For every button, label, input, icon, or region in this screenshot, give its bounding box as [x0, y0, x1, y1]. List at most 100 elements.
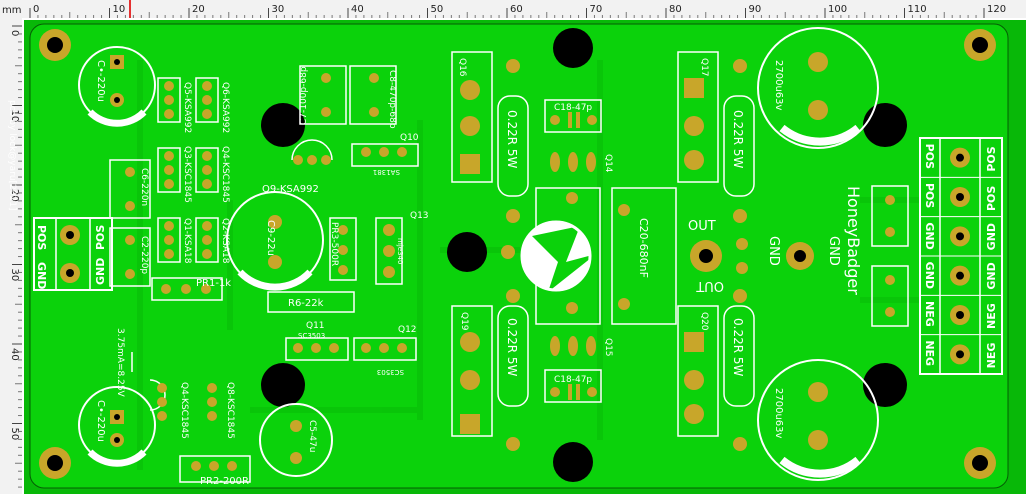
top-ruler — [0, 0, 1026, 18]
power-right-label: POS — [985, 146, 998, 171]
c7-label: C7-100p-68p — [299, 66, 309, 125]
power-right-label: GND — [985, 223, 998, 250]
q9-label: Q9-KSA992 — [262, 184, 319, 195]
q5-q6: Q5-KSA992 Q6-KSA992 — [157, 77, 230, 133]
q7-label: Q4-KSC1845 — [179, 382, 189, 439]
input-connector: POS GND POS GND — [33, 217, 113, 291]
q4-label: Q4-KSC1845 — [220, 146, 230, 203]
q16-label: Q16 — [457, 58, 467, 77]
pr3: PR3-500R — [329, 217, 357, 281]
output-stage: Q16 Q17 Q19 Q20 0.22R 5W 0.22R 5W 0.22R … — [451, 51, 755, 451]
top-tick-label: 10 — [113, 4, 126, 15]
c6-label: C6-220n — [139, 168, 149, 206]
c18-top-label: C18-47p — [554, 103, 592, 113]
top-tick-label: 80 — [669, 4, 682, 15]
top-tick-label: 70 — [590, 4, 603, 15]
out-bottom-label: OUT — [696, 278, 724, 293]
power-right-label: NEG — [985, 343, 998, 369]
q5-label: Q5-KSA992 — [182, 82, 192, 133]
r-top-l-label: 0.22R 5W — [505, 110, 519, 169]
c18-top: C18-47p — [544, 99, 602, 133]
top-tick-label: 110 — [908, 4, 927, 15]
mje340-label: mje340 — [396, 238, 404, 264]
r-bot-r-label: 0.22R 5W — [731, 318, 745, 377]
credit-text: pcb by lock@yaru[2021] — [7, 100, 17, 210]
pr2: PR2-200R — [179, 455, 251, 487]
q6-label: Q6-KSA992 — [220, 82, 230, 133]
pos-left2-label: POS — [94, 225, 107, 250]
cap-big-top: 2700u63v — [757, 27, 879, 149]
sc3503b-label: SC3503 — [377, 368, 404, 376]
gnd-left2-label: GND — [94, 258, 107, 285]
sc3503a-label: SC3503 — [298, 332, 325, 340]
q10-label: Q10 — [400, 133, 419, 143]
c9-label: C9-22u — [265, 220, 276, 256]
q13: Q13 mje340 — [375, 211, 429, 285]
heatsink-holes — [261, 28, 907, 482]
q14: Q14 — [550, 152, 613, 173]
q3-label: Q3-KSC1845 — [182, 146, 192, 203]
cap-big-bot-label: 2700u63v — [773, 388, 784, 439]
left-tick-label: 30 — [9, 269, 20, 282]
q12: Q12 SC3503 — [353, 325, 417, 376]
sa1381-label: SA1381 — [373, 168, 400, 176]
power-right-label: NEG — [985, 303, 998, 329]
cap-c9: C9-22u — [226, 191, 324, 291]
q1-label: Q1-KSA18 — [182, 218, 192, 264]
c2: C2-220p — [109, 227, 151, 287]
c18-bot-label: C18-47p — [554, 375, 592, 385]
gnd-connector: GND GND HoneyBadger — [766, 186, 863, 295]
top-tick-label: 20 — [192, 4, 205, 15]
power-pad-hole — [956, 271, 964, 280]
c18-bot: C18-47p — [544, 369, 602, 403]
top-tick-label: 40 — [351, 4, 364, 15]
power-left-label: NEG — [923, 301, 936, 327]
power-left-label: GND — [923, 262, 936, 289]
c7-c8: C7-100p-68p C8-470p-68p — [299, 65, 397, 129]
ruler-unit: mm — [2, 5, 21, 16]
gnd-b-label: GND — [826, 236, 841, 266]
q12-label: Q12 — [398, 325, 417, 335]
out-connector: OUT OUT — [688, 219, 748, 293]
c5-label: C5-47u — [307, 420, 317, 452]
q17-label: Q17 — [699, 58, 709, 77]
out-top-label: OUT — [688, 219, 716, 234]
cap-c5: C5-47u — [259, 403, 333, 477]
cap-big-bot: 2700u63v — [757, 359, 879, 481]
q9: Q9-KSA992 — [262, 139, 333, 195]
top-tick-label: 120 — [987, 4, 1006, 15]
power-left-label: GND — [923, 222, 936, 249]
c-tl-label: C•-220u — [95, 60, 106, 102]
c-bl-label: C•-220u — [95, 400, 106, 442]
top-tick-label: 60 — [510, 4, 523, 15]
q8-label: Q8-KSC1845 — [225, 382, 235, 439]
top-tick-label: 50 — [431, 4, 444, 15]
honeybadger-logo — [501, 187, 601, 325]
cap-big-top-label: 2700u63v — [773, 60, 784, 111]
left-ruler — [0, 0, 22, 494]
q14-label: Q14 — [603, 154, 613, 173]
r-top-r-label: 0.22R 5W — [731, 110, 745, 169]
q2-label: Q2-KSA18 — [220, 218, 230, 264]
cap-c-bl: C•-220u — [78, 386, 156, 467]
power-pad-hole — [956, 232, 964, 241]
power-left-label: POS — [923, 183, 936, 208]
q11: Q11 SC3503 — [285, 321, 349, 361]
power-right-label: POS — [985, 186, 998, 211]
r-bot-l-label: 0.22R 5W — [505, 318, 519, 377]
power-right-label: GND — [985, 262, 998, 289]
top-tick-label: 0 — [33, 4, 39, 15]
c20: C20-680nF — [611, 187, 677, 325]
pr3-label: PR3-500R — [329, 222, 339, 266]
top-tick-label: 90 — [749, 4, 762, 15]
pr1-label: PR1-1k — [196, 278, 231, 289]
left-tick-label: 20 — [9, 189, 20, 202]
top-tick-label: 30 — [272, 4, 285, 15]
power-pad-hole — [956, 193, 964, 201]
q1-q2: Q1-KSA18 Q2-KSA18 — [157, 217, 230, 264]
q7-q8: Q4-KSC1845 Q8-KSC1845 — [149, 379, 235, 439]
